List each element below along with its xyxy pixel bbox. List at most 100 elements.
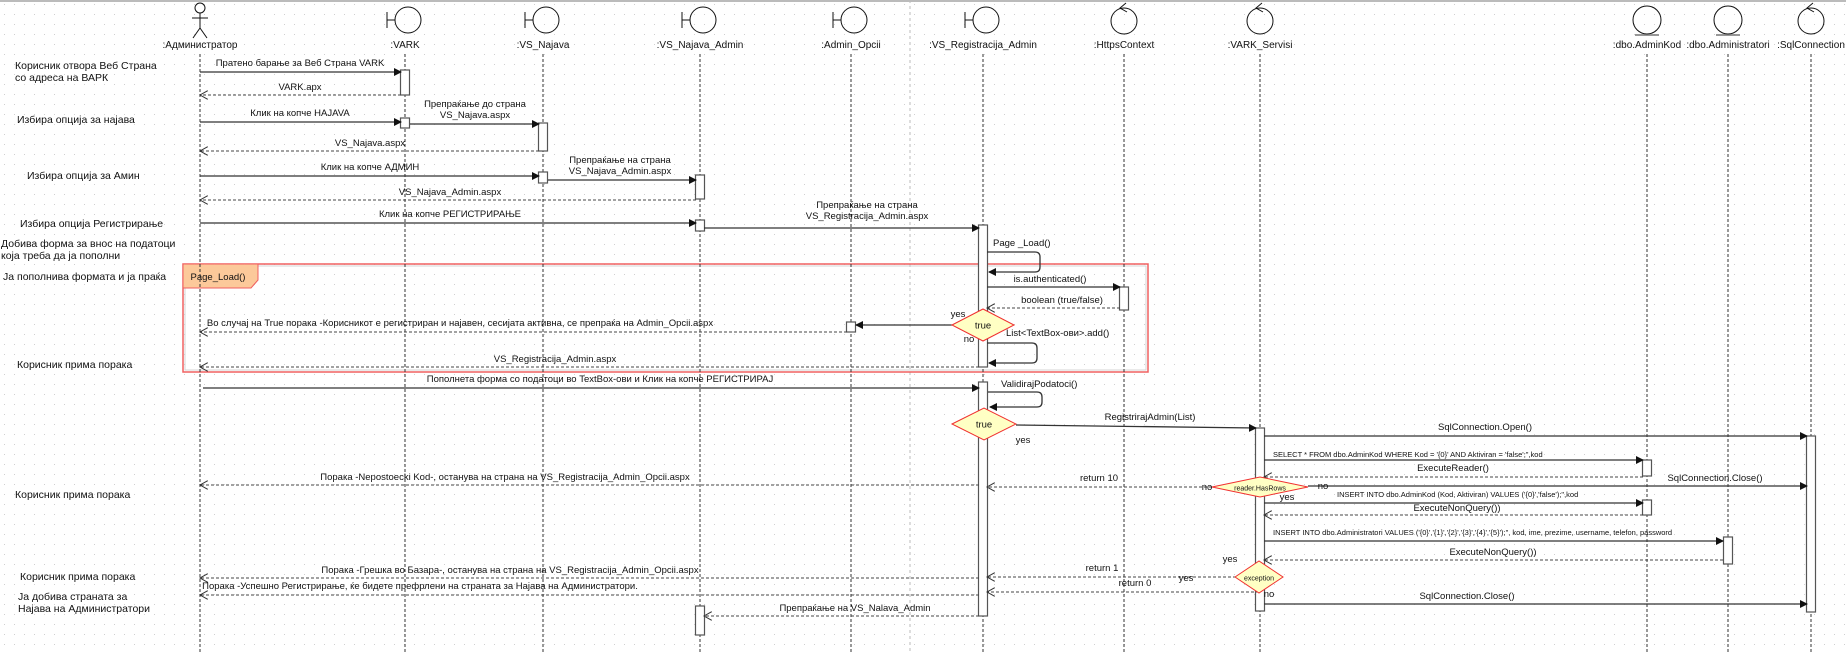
entity-icon [1713, 5, 1743, 36]
message-m9: Клик на копче РЕГИСТРИРАЊЕ [200, 209, 697, 227]
message-m34: Порака -Успешно Регистрирање, ќе бидете … [200, 581, 979, 595]
control-icon [1110, 2, 1138, 35]
message-label: VS_Registracija_Admin.aspx [806, 211, 929, 222]
boundary-icon [524, 6, 560, 34]
message-m2: VARK.apx [200, 82, 401, 95]
activation-bar [1641, 499, 1653, 516]
message-label: boolean (true/false) [1021, 295, 1103, 306]
activation-bar [1254, 427, 1266, 612]
branch-label: no [1264, 589, 1275, 600]
activation-bar [1805, 435, 1817, 613]
message-m23: ExecuteReader() [1264, 463, 1643, 477]
branch-label: no [1318, 481, 1329, 492]
participant-label: :Admin_Opcii [821, 40, 880, 51]
note-text: Добива форма за внос на податоци [1, 238, 176, 250]
message-label: Порака -Грешка во Базара-, останува на с… [321, 565, 698, 576]
branch-label: yes [951, 309, 966, 320]
decision-diamond [950, 407, 1018, 441]
note-text: Ја добива страната за [18, 591, 127, 603]
participant-label: :Администратор [163, 40, 238, 51]
message-m12: is.authenticated() [987, 274, 1121, 291]
participant-najavaAdmin[interactable]: :VS_Najava_Admin [657, 6, 744, 653]
participant-label: :VARK_Servisi [1228, 40, 1293, 51]
message-label: VARK.apx [278, 82, 321, 93]
message-label: RegistrirajAdmin(List) [1105, 412, 1196, 423]
note-n2: Избира опција за најава [17, 114, 135, 126]
message-label: SELECT * FROM dbo.AdminKod WHERE Kod = '… [1273, 450, 1543, 459]
self-call-arrow [987, 251, 1041, 276]
participant-vark[interactable]: :VARK [386, 6, 422, 653]
message-m20: RegistrirajAdmin(List) [1015, 412, 1257, 432]
message-label: return 0 [1119, 578, 1152, 589]
participant-sql[interactable]: :SqlConnection [1777, 2, 1845, 653]
guard-g1: true [950, 308, 1016, 342]
message-label: ExecuteNonQuery()) [1413, 503, 1500, 514]
message-label: SqlConnection.Close() [1419, 591, 1514, 602]
message-m28: ExecuteNonQuery()) [1264, 503, 1643, 515]
note-text: Корисник прима порака [20, 571, 135, 583]
self-call-arrow [987, 342, 1038, 367]
message-label: Пополнета форма со податоци во TextBox-о… [427, 374, 774, 385]
participant-label: :VS_Najava [517, 40, 570, 51]
note-text: Избира опција за најава [17, 114, 135, 126]
message-label: ExecuteReader() [1417, 463, 1489, 474]
activation-bar [694, 219, 706, 232]
note-n4: Избира опција Регистрирање [20, 218, 163, 230]
participant-label: :dbo.Administratori [1686, 40, 1769, 51]
message-label: SqlConnection.Open() [1438, 422, 1532, 433]
participant-admin[interactable]: :Администратор [163, 2, 238, 653]
message-m19: ValidirajPodatoci() [988, 379, 1077, 411]
activation-bar [1722, 536, 1734, 565]
guard-g4: exception [1234, 560, 1284, 594]
message-m35: SqlConnection.Close() [1264, 591, 1808, 608]
participant-administratori[interactable]: :dbo.Administratori [1686, 5, 1770, 653]
message-m31: return 1 [987, 563, 1236, 577]
message-label: Препраќање на VS_Nalava_Admin [779, 603, 930, 614]
message-label: VS_Registracija_Admin.aspx [494, 354, 617, 365]
note-text: Најава на Администратори [18, 603, 150, 615]
participant-label: :VS_Najava_Admin [657, 40, 744, 51]
message-m10: Препраќање на странаVS_Registracija_Admi… [704, 200, 980, 232]
guard-label: true [975, 321, 991, 332]
participant-adminKod[interactable]: :dbo.AdminKod [1613, 5, 1681, 653]
message-m17: VS_Registracija_Admin.aspx [200, 354, 979, 367]
message-m26: SqlConnection.Close() [1308, 473, 1808, 490]
participant-reg[interactable]: :VS_Registracija_Admin [929, 6, 1037, 653]
activation-bar [537, 171, 549, 184]
participant-opcii[interactable]: :Admin_Opcii [821, 6, 881, 653]
message-m18: Пополнета форма со податоци во TextBox-о… [203, 374, 980, 392]
activation-bar [694, 605, 706, 636]
participant-najava[interactable]: :VS_Najava [517, 6, 570, 653]
branch-label: no [1202, 482, 1213, 493]
message-m22: SELECT * FROM dbo.AdminKod WHERE Kod = '… [1264, 450, 1644, 464]
participant-label: :VARK [390, 40, 420, 51]
note-n3: Избира опција за Амин [27, 170, 140, 182]
branch-label: yes [1280, 492, 1295, 503]
decision-diamond [1234, 560, 1284, 594]
boundary-icon [386, 6, 422, 34]
guard-label: exception [1244, 576, 1274, 583]
message-label: Препраќање до страна [424, 99, 527, 110]
message-label: ExecuteNonQuery()) [1449, 547, 1536, 558]
message-label: INSERT INTO dbo.AdminKod (Kod, Aktiviran… [1337, 490, 1578, 499]
participant-servisi[interactable]: :VARK_Servisi [1228, 2, 1293, 653]
page-load-frame: Page_Load() [182, 263, 1149, 373]
message-label: ValidirajPodatoci() [1001, 379, 1077, 390]
note-n6: Ја пополнива формата и ја праќа [3, 271, 166, 283]
message-m8: VS_Najava_Admin.aspx [200, 187, 696, 200]
message-label: VS_Najava.aspx [440, 110, 510, 121]
participant-https[interactable]: :HttpsContext [1094, 2, 1155, 653]
note-text: со адреса на ВАРК [15, 72, 109, 84]
control-icon [1797, 2, 1825, 35]
frame-label: Page_Load() [191, 272, 246, 283]
message-m27: INSERT INTO dbo.AdminKod (Kod, Aktiviran… [1264, 490, 1644, 507]
note-text: Корисник отвора Веб Страна [15, 60, 157, 72]
message-label: VS_Najava_Admin.aspx [569, 166, 672, 177]
activation-bar [1641, 459, 1653, 477]
message-m30: ExecuteNonQuery()) [1264, 547, 1723, 560]
message-label: Порака -Успешно Регистрирање, ќе бидете … [202, 581, 638, 592]
participant-label: :SqlConnection [1777, 40, 1845, 51]
